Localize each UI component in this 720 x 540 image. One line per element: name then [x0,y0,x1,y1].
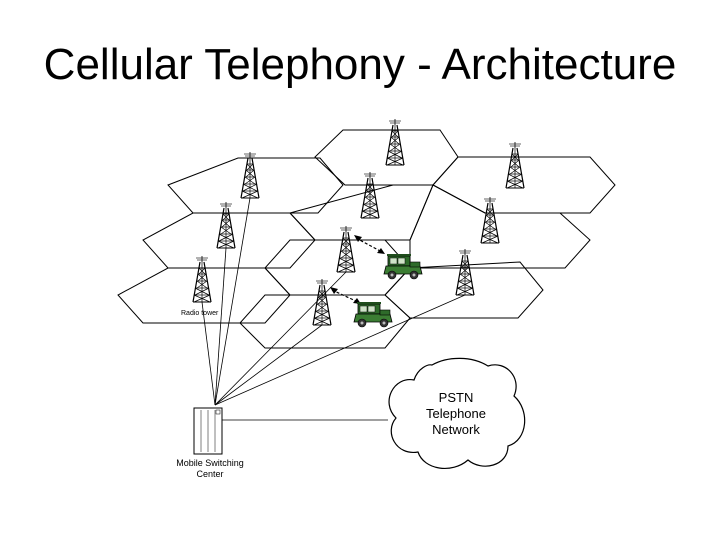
cell-grid [117,129,616,349]
page-title: Cellular Telephony - Architecture [43,40,677,89]
pstn-cloud [388,357,526,469]
radio-tower-label: Radio tower [181,310,219,317]
pstn-label-line3: Network [432,422,480,437]
pstn-label-line1: PSTN [439,390,474,405]
msc-links [201,197,466,406]
radio-links [331,237,383,303]
radio-tower-icon [312,278,332,326]
cell [314,129,459,186]
cell [409,184,591,269]
mobile-switching-center [193,407,223,455]
cell [239,294,411,349]
radio-tower-icon [336,225,356,273]
msc-label-line2: Center [196,469,223,479]
pstn-label-line2: Telephone [426,406,486,421]
radio-tower-icon [480,196,500,244]
radio-tower-icon [192,255,212,303]
mobile-car-icon [353,301,393,328]
radio-tower-icon [455,248,475,296]
cell [167,157,344,214]
radio-tower-icon [216,201,236,249]
msc-label-line1: Mobile Switching [176,458,244,468]
radio-tower-icon [505,141,525,189]
radio-tower-icon [360,171,380,219]
radio-tower-icon [240,151,260,199]
radio-towers [192,118,525,326]
radio-tower-icon [385,118,405,166]
